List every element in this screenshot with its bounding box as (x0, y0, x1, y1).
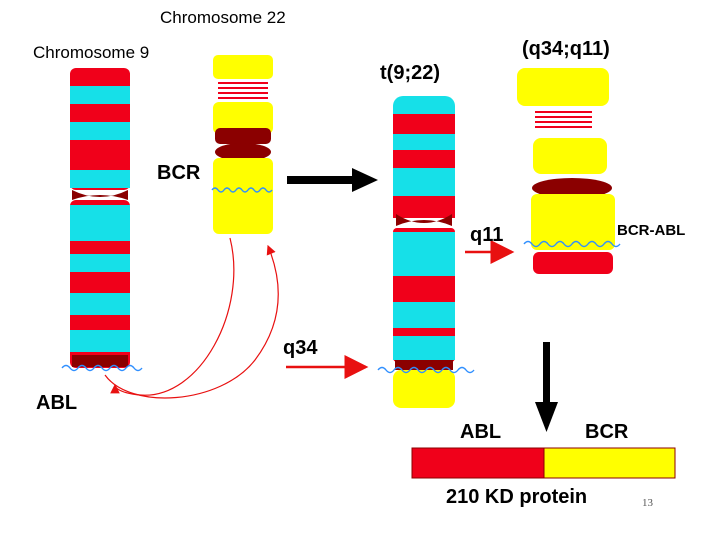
fusion-abl-label: ABL (460, 421, 501, 444)
translocation-exchange-arrows (105, 238, 278, 398)
chromosome-9 (62, 68, 142, 371)
q34-label: q34 (283, 337, 317, 360)
bcr-label: BCR (157, 162, 200, 185)
abl-label: ABL (36, 392, 77, 415)
chromosome-9-label: Chromosome 9 (33, 43, 149, 63)
bcr-abl-label: BCR-ABL (617, 222, 685, 239)
page-number: 13 (642, 497, 653, 509)
chromosome-22-label: Chromosome 22 (160, 8, 286, 28)
translocation-label: t(9;22) (380, 62, 440, 85)
derivative-chromosome-9 (378, 96, 474, 408)
main-process-arrow (287, 168, 378, 192)
philadelphia-chromosome (517, 68, 620, 274)
breakpoints-label: (q34;q11) (522, 38, 610, 61)
protein-label: 210 KD protein (446, 486, 587, 509)
chromosome-22 (212, 55, 273, 234)
fusion-protein-bar (412, 448, 675, 478)
q11-label: q11 (470, 224, 503, 247)
fusion-bcr-label: BCR (585, 421, 628, 444)
translation-arrow (535, 342, 558, 432)
